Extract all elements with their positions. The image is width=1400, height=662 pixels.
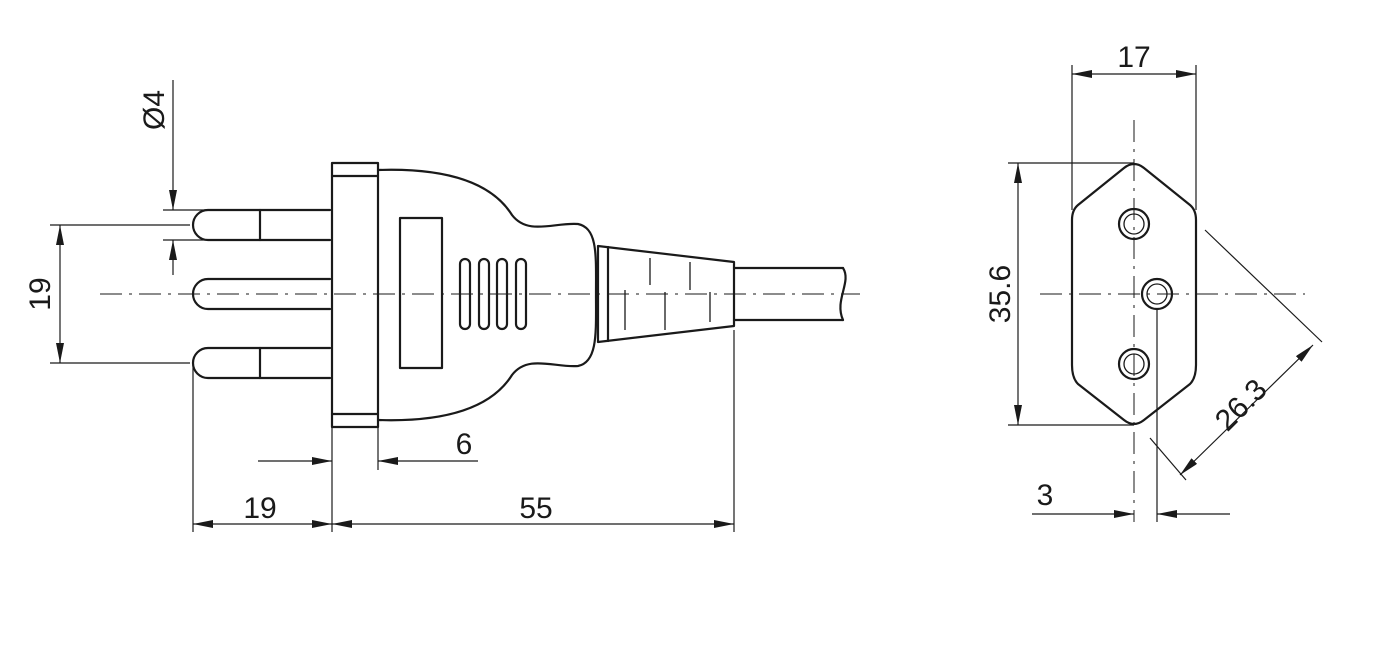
plug-body bbox=[376, 168, 598, 422]
dim-collar-thickness: 6 bbox=[258, 427, 478, 470]
plug-collar bbox=[330, 161, 380, 429]
pin-hole-top bbox=[1117, 207, 1151, 241]
dim-body-length-label: 55 bbox=[519, 492, 552, 525]
pin-bottom bbox=[191, 346, 332, 380]
cable bbox=[732, 266, 847, 322]
front-view: 17 35.6 26.3 3 bbox=[984, 41, 1323, 522]
dim-pin-offset: 3 bbox=[1032, 310, 1230, 522]
pin-hole-middle bbox=[1140, 277, 1174, 311]
dim-lengths: 19 55 bbox=[192, 330, 735, 532]
dim-edge-length: 26.3 bbox=[1149, 229, 1323, 481]
dim-face-width-label: 17 bbox=[1117, 41, 1150, 74]
dim-pin-offset-label: 3 bbox=[1037, 479, 1054, 512]
strain-relief bbox=[596, 244, 736, 344]
dim-pin-spacing-label: 19 bbox=[24, 277, 57, 310]
plug-face-outline bbox=[1070, 162, 1198, 426]
dim-pin-diameter: Ø4 bbox=[138, 80, 210, 275]
dim-face-height-label: 35.6 bbox=[984, 265, 1017, 323]
pin-top bbox=[191, 208, 332, 242]
dim-collar-thickness-label: 6 bbox=[456, 428, 473, 461]
dim-edge-length-label: 26.3 bbox=[1209, 373, 1274, 438]
dim-pin-length-label: 19 bbox=[243, 492, 276, 525]
dim-pin-spacing: 19 bbox=[24, 224, 190, 364]
pin-middle bbox=[191, 277, 332, 311]
pin-hole-bottom bbox=[1117, 347, 1151, 381]
dim-face-height: 35.6 bbox=[984, 162, 1134, 426]
dim-face-width: 17 bbox=[1071, 41, 1197, 210]
dim-pin-diameter-label: Ø4 bbox=[138, 90, 171, 130]
side-view: Ø4 19 6 19 55 bbox=[24, 80, 860, 532]
